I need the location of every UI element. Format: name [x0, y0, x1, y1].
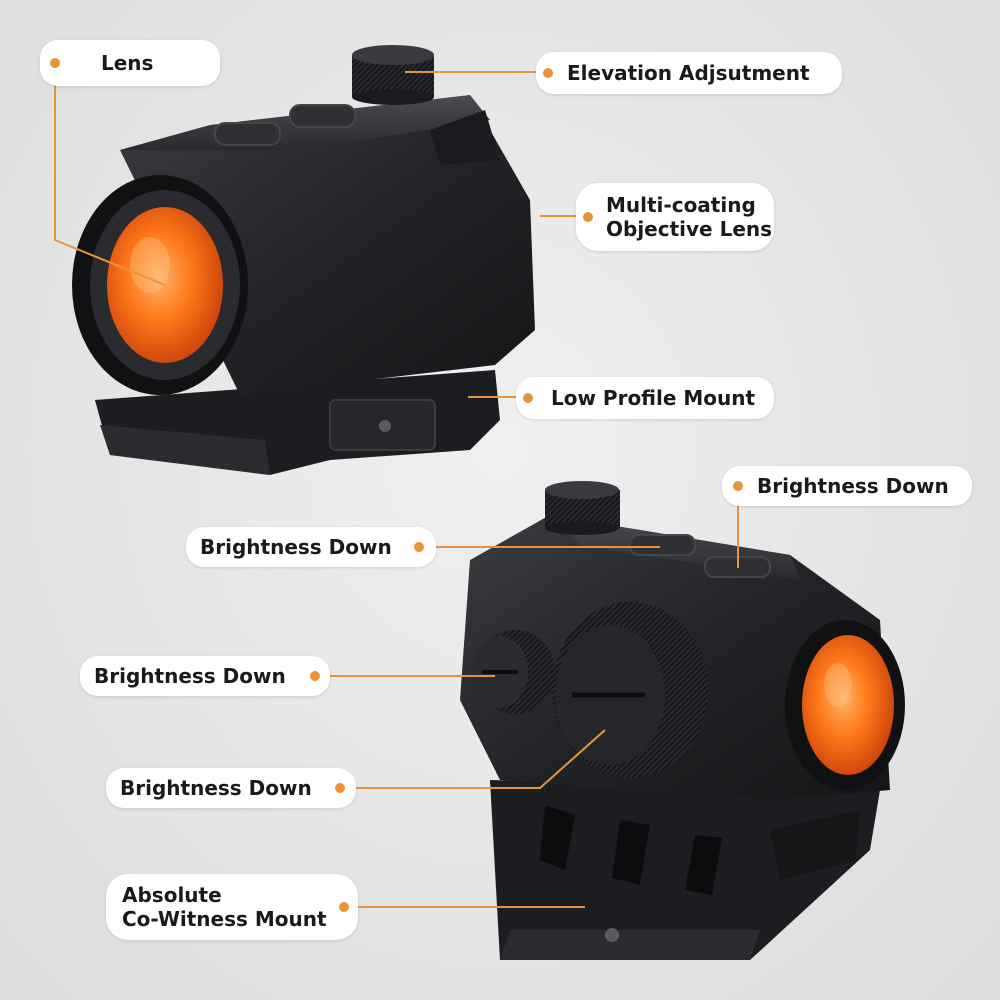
- co-witness-text-line1: Absolute: [122, 883, 222, 907]
- brightness-lower-marker-dot: [335, 783, 345, 793]
- brightness-down-lower-label: Brightness Down: [106, 768, 356, 808]
- brightness-left-text: Brightness Down: [94, 664, 286, 688]
- brightness-lower-text: Brightness Down: [120, 776, 312, 800]
- low-profile-mount-body: [95, 370, 500, 475]
- co-witness-mount-body: [490, 780, 880, 960]
- lens-leader: [54, 63, 166, 286]
- lens-marker-dot: [50, 58, 60, 68]
- elevation-text: Elevation Adjsutment: [567, 61, 810, 85]
- brightness-center-text: Brightness Down: [200, 535, 392, 559]
- low-profile-marker-dot: [523, 393, 533, 403]
- co-witness-text-line2: Co-Witness Mount: [122, 907, 327, 931]
- brightness-lower-leader: [340, 729, 606, 789]
- elevation-turret-rear: [545, 481, 620, 535]
- absolute-co-witness-mount-label: Absolute Co-Witness Mount: [106, 874, 358, 940]
- brightness-left-marker-dot: [310, 671, 320, 681]
- multi-coating-text-line1: Multi-coating: [606, 193, 756, 217]
- rear-lens-assembly: [785, 620, 905, 790]
- co-witness-marker-dot: [339, 902, 349, 912]
- low-profile-mount-label: Low Profile Mount: [516, 377, 774, 419]
- brightness-down-center-label: Brightness Down: [186, 527, 436, 567]
- bottom-sight-unit: [460, 481, 905, 960]
- brightness-top-right-marker-dot: [733, 481, 743, 491]
- lens-label: Lens: [40, 40, 220, 86]
- brightness-down-left-label: Brightness Down: [80, 656, 330, 696]
- front-lens-assembly: [72, 175, 248, 395]
- elevation-marker-dot: [543, 68, 553, 78]
- brightness-top-right-text: Brightness Down: [757, 474, 949, 498]
- multi-coating-label: Multi-coating Objective Lens: [576, 183, 774, 251]
- brightness-down-top-right-label: Brightness Down: [722, 466, 972, 506]
- brightness-center-marker-dot: [414, 542, 424, 552]
- side-brightness-knob: [472, 630, 555, 714]
- elevation-turret: [352, 45, 434, 105]
- lens-text: Lens: [101, 51, 154, 75]
- multi-coating-text-line2: Objective Lens: [606, 217, 773, 241]
- top-sight-unit: [72, 45, 535, 475]
- windage-turret: [552, 602, 708, 778]
- low-profile-text: Low Profile Mount: [551, 386, 756, 410]
- multi-coating-marker-dot: [583, 212, 593, 222]
- elevation-adjustment-label: Elevation Adjsutment: [536, 52, 842, 94]
